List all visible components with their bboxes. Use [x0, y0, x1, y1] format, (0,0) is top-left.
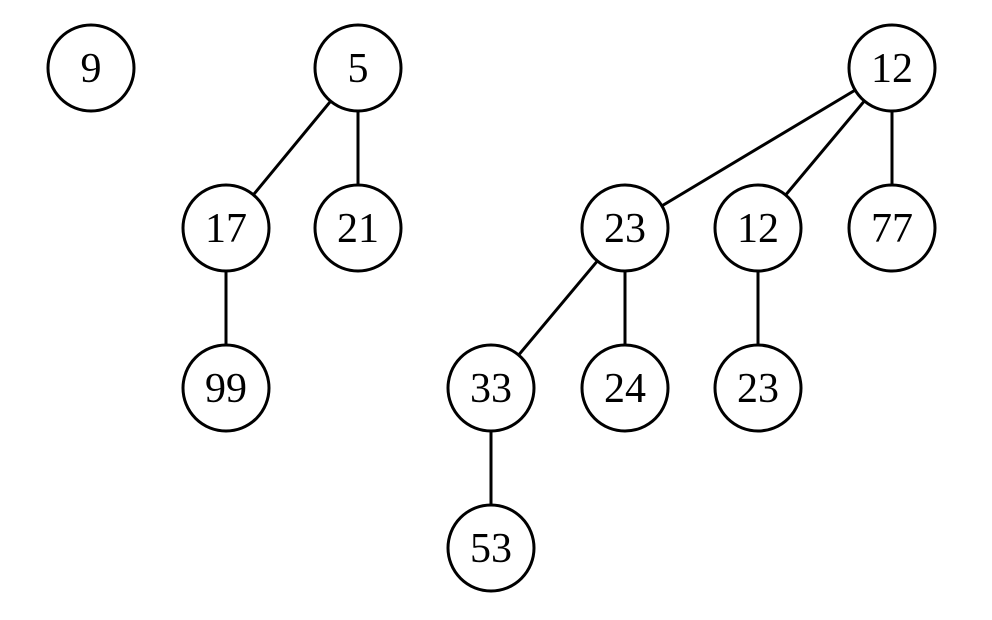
tree-node: 23: [713, 343, 803, 433]
node-label: 12: [871, 46, 913, 92]
tree-node: 5: [313, 23, 403, 113]
tree-node: 77: [847, 183, 937, 273]
node-label: 5: [348, 46, 369, 92]
node-circle: [446, 503, 536, 593]
node-circle: [713, 183, 803, 273]
tree-node: 53: [446, 503, 536, 593]
tree-node: 12: [847, 23, 937, 113]
node-label: 17: [205, 206, 247, 252]
node-circle: [847, 23, 937, 113]
node-label: 24: [604, 366, 646, 412]
node-label: 23: [604, 206, 646, 252]
node-label: 12: [737, 206, 779, 252]
node-circle: [580, 183, 670, 273]
edge-n23a-n33: [517, 259, 599, 357]
node-circle: [313, 183, 403, 273]
node-label: 33: [470, 366, 512, 412]
edges-layer: [224, 88, 894, 507]
node-label: 77: [871, 206, 913, 252]
node-circle: [181, 343, 271, 433]
edge-n12a-n23a: [660, 88, 857, 208]
node-label: 99: [205, 366, 247, 412]
tree-node: 99: [181, 343, 271, 433]
node-circle: [847, 183, 937, 273]
edge-n5-n17: [251, 99, 333, 197]
tree-node: 9: [46, 23, 136, 113]
nodes-layer: 9 5 17 99 21 12 23 33 53 24 12 23 77: [46, 23, 937, 593]
node-circle: [713, 343, 803, 433]
node-circle: [580, 343, 670, 433]
node-circle: [313, 23, 403, 113]
node-label: 53: [470, 526, 512, 572]
tree-node: 12: [713, 183, 803, 273]
node-circle: [446, 343, 536, 433]
node-circle: [46, 23, 136, 113]
node-label: 23: [737, 366, 779, 412]
tree-node: 21: [313, 183, 403, 273]
node-label: 9: [81, 46, 102, 92]
tree-node: 24: [580, 343, 670, 433]
tree-node: 33: [446, 343, 536, 433]
tree-node: 17: [181, 183, 271, 273]
node-circle: [181, 183, 271, 273]
edge-n12a-n12b: [784, 99, 866, 197]
node-label: 21: [337, 206, 379, 252]
tree-node: 23: [580, 183, 670, 273]
